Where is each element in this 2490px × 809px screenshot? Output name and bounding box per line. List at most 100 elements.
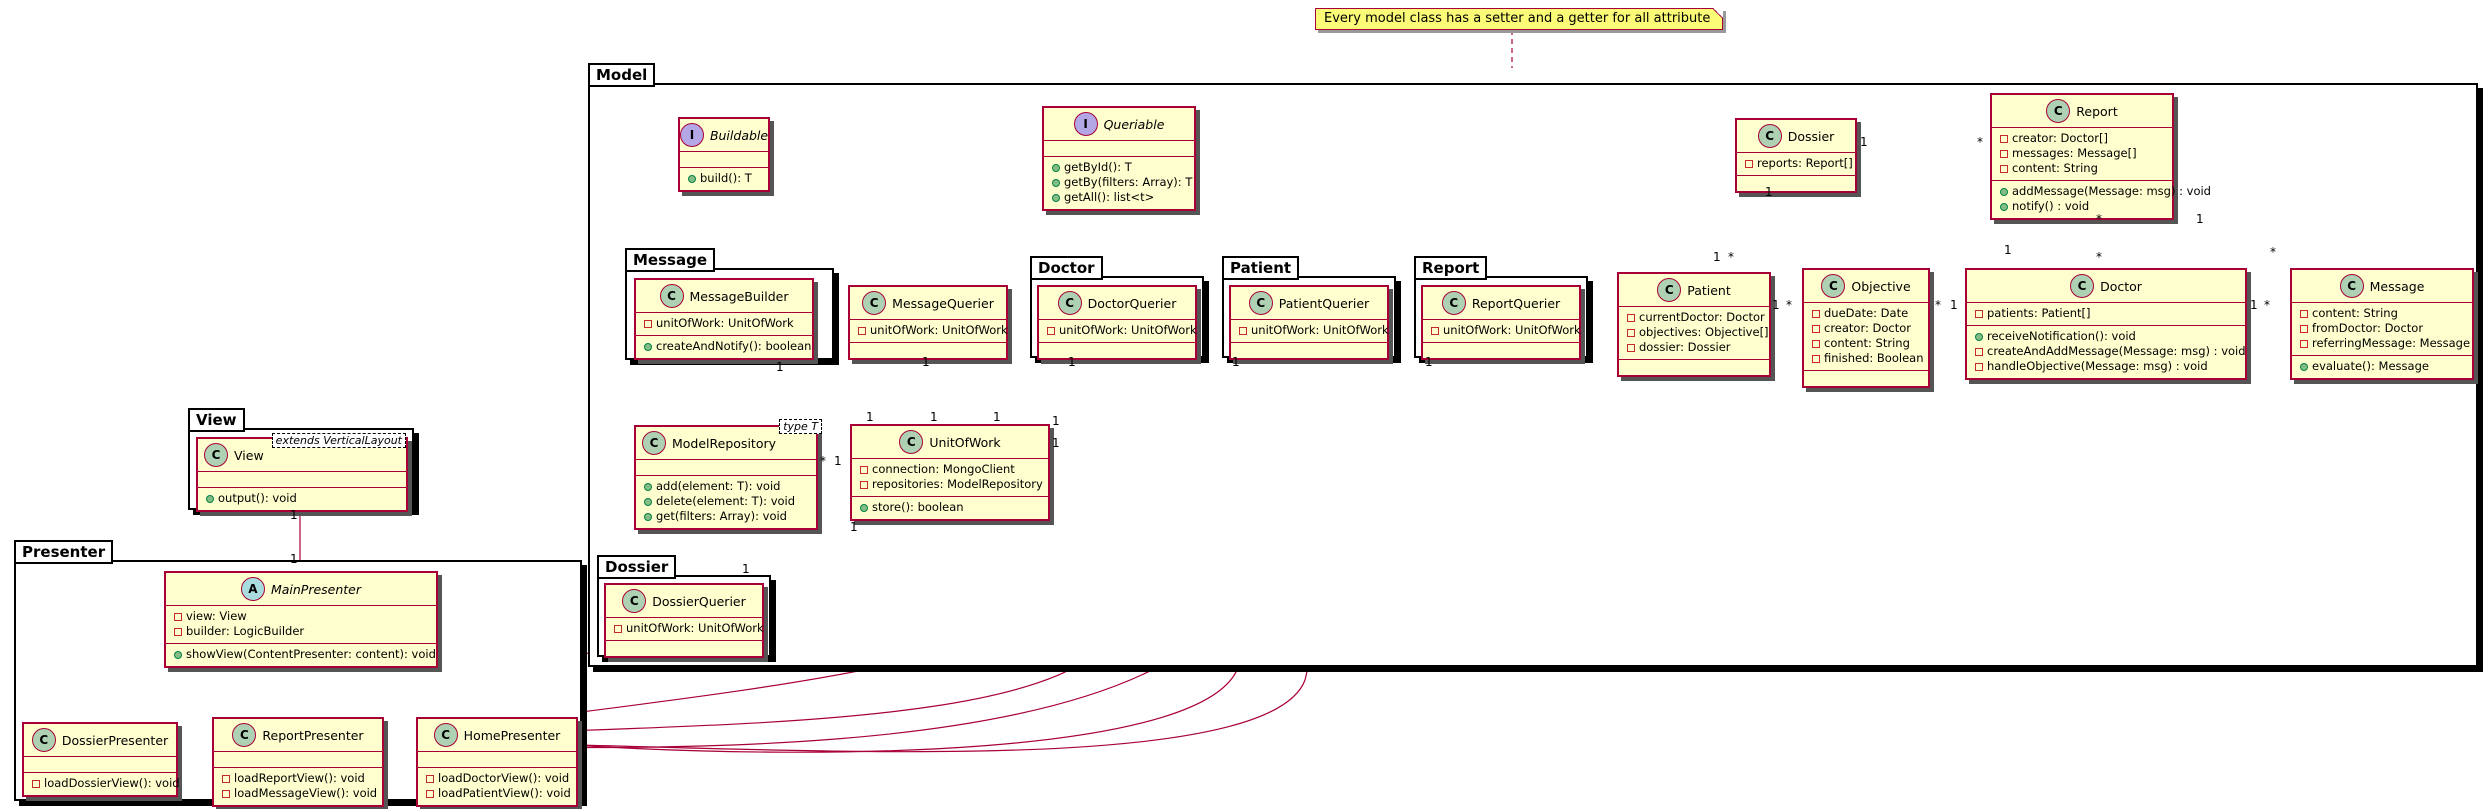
attribute-row: view: View [174, 609, 430, 624]
class-name: ReportQuerier [1471, 295, 1561, 311]
methods-section: loadDossierView(): void [24, 772, 180, 795]
attribute-text: creator: Doctor[] [2012, 131, 2108, 145]
attribute-row: builder: LogicBuilder [174, 624, 430, 639]
class-icon: C [2339, 274, 2364, 298]
class-reportquerier[interactable]: C ReportQuerier unitOfWork: UnitOfWork [1421, 285, 1581, 360]
methods-section: store(): boolean [852, 496, 1048, 519]
multiplicity-label: 1 [290, 552, 298, 566]
method-row: getBy(filters: Array): T [1052, 175, 1192, 190]
attribute-text: repositories: ModelRepository [872, 477, 1043, 491]
class-icon: C [642, 431, 666, 455]
attribute-text: referringMessage: Message [2312, 336, 2471, 350]
public-icon [644, 497, 652, 506]
class-name: DossierQuerier [652, 593, 746, 609]
attribute-text: finished: Boolean [1824, 351, 1924, 365]
method-row: loadDoctorView(): void [426, 771, 570, 786]
attribute-row: connection: MongoClient [860, 462, 1042, 477]
class-messagebuilder[interactable]: C MessageBuilder unitOfWork: UnitOfWork … [634, 278, 814, 360]
package-view-label: View [188, 408, 245, 432]
public-icon [206, 494, 214, 503]
class-name: Objective [1851, 278, 1911, 294]
attributes-section [636, 459, 816, 475]
method-text: receiveNotification(): void [1987, 329, 2136, 343]
class-buildable[interactable]: I Buildable build(): T [678, 117, 770, 192]
attribute-text: dueDate: Date [1824, 306, 1909, 320]
public-icon [644, 512, 652, 521]
class-name: Patient [1687, 282, 1731, 298]
attribute-text: unitOfWork: UnitOfWork [656, 316, 794, 330]
class-mainpresenter[interactable]: A MainPresenter view: View builder: Logi… [164, 571, 438, 668]
class-unitofwork[interactable]: C UnitOfWork connection: MongoClient rep… [850, 424, 1050, 521]
class-name: Buildable [709, 127, 769, 143]
class-dossierpresenter[interactable]: C DossierPresenter loadDossierView(): vo… [22, 722, 180, 797]
class-message[interactable]: C Message content: String fromDoctor: Do… [2290, 268, 2474, 380]
class-icon: C [1441, 291, 1466, 315]
class-homepresenter[interactable]: C HomePresenter loadDoctorView(): void l… [416, 717, 578, 807]
attributes-section: view: View builder: LogicBuilder [166, 605, 436, 643]
attributes-section [1044, 140, 1194, 156]
method-row: createAndNotify(): boolean [644, 339, 811, 354]
method-row: loadMessageView(): void [222, 786, 377, 801]
class-reportpresenter[interactable]: C ReportPresenter loadReportView(): void… [212, 717, 384, 807]
class-queriable[interactable]: I Queriable getById(): T getBy(filters: … [1042, 106, 1196, 211]
private-icon [1812, 324, 1820, 333]
attributes-section: unitOfWork: UnitOfWork [1039, 319, 1197, 342]
attribute-text: unitOfWork: UnitOfWork [1443, 323, 1581, 337]
class-icon: C [433, 723, 458, 747]
multiplicity-label: 1 [2004, 243, 2012, 257]
class-name: Queriable [1103, 116, 1165, 132]
multiplicity-label: 1 [850, 520, 858, 534]
method-row: showView(ContentPresenter: content): voi… [174, 647, 436, 662]
class-report[interactable]: C Report creator: Doctor[] messages: Mes… [1990, 93, 2211, 220]
class-header: C ReportQuerier [1423, 287, 1579, 319]
attribute-row: unitOfWork: UnitOfWork [1431, 323, 1581, 338]
method-text: addMessage(Message: msg) : void [2012, 184, 2211, 198]
attribute-text: connection: MongoClient [872, 462, 1015, 476]
multiplicity-label: * [1786, 298, 1792, 312]
class-patient[interactable]: C Patient currentDoctor: Doctor objectiv… [1617, 272, 1771, 377]
private-icon [174, 627, 182, 636]
method-text: evaluate(): Message [2312, 359, 2429, 373]
attribute-text: unitOfWork: UnitOfWork [870, 323, 1008, 337]
class-name: HomePresenter [463, 727, 561, 743]
method-text: build(): T [700, 171, 752, 185]
class-name: ReportPresenter [262, 727, 364, 743]
methods-section: createAndNotify(): boolean [636, 335, 812, 358]
class-header: C ModelRepository [636, 427, 816, 459]
private-icon [1975, 362, 1983, 371]
multiplicity-label: 1 [1713, 250, 1721, 264]
methods-section: addMessage(Message: msg) : void notify()… [1992, 180, 2211, 218]
private-icon [1239, 326, 1247, 335]
attributes-section: dueDate: Date creator: Doctor content: S… [1804, 302, 1928, 370]
public-icon [2000, 202, 2008, 211]
attribute-row: unitOfWork: UnitOfWork [614, 621, 764, 636]
multiplicity-label: 1 [1052, 436, 1060, 450]
public-icon [2000, 187, 2008, 196]
methods-section: output(): void [198, 487, 406, 510]
class-patientquerier[interactable]: C PatientQuerier unitOfWork: UnitOfWork [1229, 285, 1389, 360]
class-name: UnitOfWork [929, 434, 1001, 450]
class-dossier[interactable]: C Dossier reports: Report[] [1735, 118, 1857, 193]
class-objective[interactable]: C Objective dueDate: Date creator: Docto… [1802, 268, 1930, 388]
attribute-row: creator: Doctor[] [2000, 131, 2166, 146]
method-row: addMessage(Message: msg) : void [2000, 184, 2211, 199]
attribute-text: unitOfWork: UnitOfWork [626, 621, 764, 635]
attributes-section: patients: Patient[] [1967, 302, 2245, 325]
attributes-section: creator: Doctor[] messages: Message[] co… [1992, 127, 2172, 180]
class-icon: C [862, 291, 887, 315]
class-header: C Doctor [1967, 270, 2245, 302]
class-modelrepository[interactable]: type T C ModelRepository add(element: T)… [634, 419, 822, 530]
private-icon [2000, 164, 2008, 173]
multiplicity-label: 1 [834, 454, 842, 468]
private-icon [1627, 328, 1635, 337]
method-row: get(filters: Array): void [644, 509, 810, 524]
class-dossierquerier[interactable]: C DossierQuerier unitOfWork: UnitOfWork [604, 583, 764, 658]
attributes-section: unitOfWork: UnitOfWork [1231, 319, 1389, 342]
attribute-row: unitOfWork: UnitOfWork [644, 316, 806, 331]
class-view[interactable]: extends VerticalLayout C View output(): … [196, 433, 408, 512]
class-doctor[interactable]: C Doctor patients: Patient[] receiveNoti… [1965, 268, 2247, 380]
class-doctorquerier[interactable]: C DoctorQuerier unitOfWork: UnitOfWork [1037, 285, 1197, 360]
public-icon [174, 650, 182, 659]
multiplicity-label: * [820, 454, 826, 468]
class-messagequerier[interactable]: C MessageQuerier unitOfWork: UnitOfWork [848, 285, 1008, 360]
